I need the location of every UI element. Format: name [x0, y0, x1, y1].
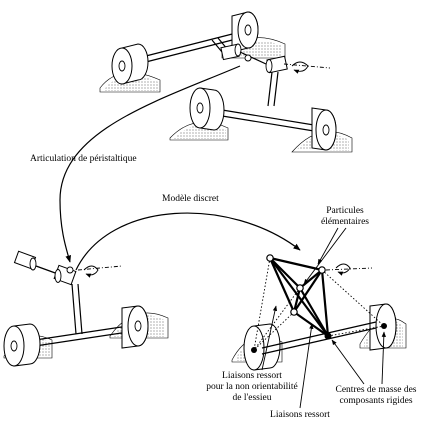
label-centres-2: composants rigides: [339, 396, 412, 406]
rotation-icon: [284, 62, 330, 71]
lower-right-discrete-model: [232, 255, 406, 370]
wheel: [4, 324, 40, 366]
rotation-icon: [78, 266, 122, 275]
label-particules-1: Particules: [326, 206, 364, 216]
joint-housing: [14, 251, 36, 270]
center-of-mass: [325, 333, 332, 340]
label-articulation: Articulation de péristaltique: [30, 154, 137, 164]
wheel: [190, 88, 224, 130]
label-liaisons-non-1: Liaisons ressort: [222, 371, 282, 381]
wheel: [244, 324, 280, 370]
wheel: [122, 306, 148, 348]
label-liaisons-non-3: de l'essieu: [233, 393, 272, 403]
label-liaisons-ressort: Liaisons ressort: [270, 410, 330, 420]
joint-housing: [266, 56, 287, 72]
wheel: [112, 44, 148, 84]
label-particules-2: élémentaires: [321, 217, 369, 227]
particle: [267, 255, 273, 261]
particle: [319, 267, 325, 273]
label-liaisons-non-2: pour la non orientabilité: [206, 382, 298, 392]
lower-left-axle-assembly: [4, 251, 168, 366]
label-modele-discret: Modèle discret: [162, 194, 219, 204]
top-axle-assembly: [100, 12, 352, 152]
particle: [291, 309, 297, 315]
discrete-model-arrow: [76, 213, 300, 270]
wheel: [312, 108, 336, 150]
wheel: [370, 304, 396, 350]
label-centres-1: Centres de masse des: [336, 385, 417, 395]
rotation-icon: [326, 264, 372, 273]
particle: [297, 285, 303, 291]
